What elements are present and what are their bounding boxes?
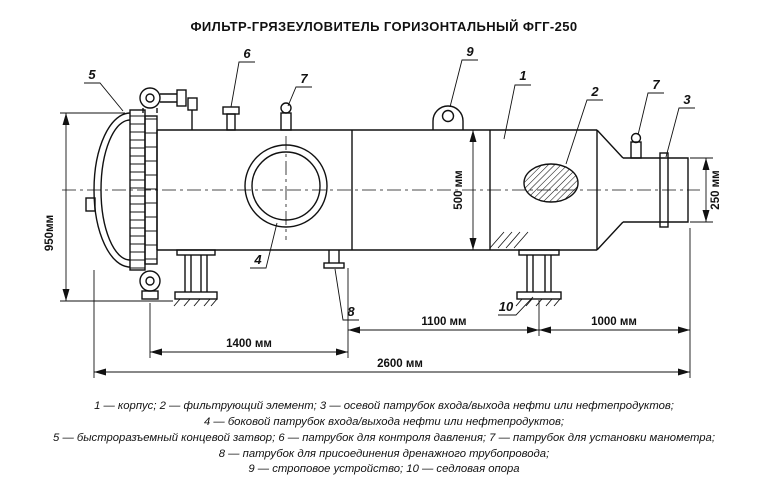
leader-7b <box>637 92 664 136</box>
callout-9: 9 <box>466 44 474 59</box>
centerlines <box>62 136 700 240</box>
lifting-lug <box>432 105 464 130</box>
dim-nozzle-diameter <box>690 157 713 223</box>
cone-reducer <box>596 129 624 251</box>
manometer-fitting-right <box>630 132 642 159</box>
dim-label-2600: 2600 мм <box>377 358 423 370</box>
closure-hinge-top <box>139 87 198 130</box>
dim-label-1000: 1000 мм <box>591 316 637 328</box>
callout-6: 6 <box>243 46 251 61</box>
callout-8: 8 <box>347 304 355 319</box>
dimensions <box>60 112 713 378</box>
legend-line-2: 4 — боковой патрубок входа/выхода нефти … <box>204 416 564 428</box>
pressure-fitting <box>222 106 240 131</box>
axial-nozzle-flange <box>659 152 669 228</box>
vessel-head-inner <box>100 119 131 261</box>
dim-label-950: 950мм <box>44 215 56 251</box>
legend-line-3: 5 — быстроразъемный концевой затвор; 6 —… <box>53 432 715 444</box>
leader-7a <box>287 86 312 107</box>
leader-3 <box>665 107 695 158</box>
callout-2: 2 <box>590 84 599 99</box>
drain-nozzle <box>323 250 345 269</box>
closure-flange-ring <box>144 115 158 265</box>
callout-7-left: 7 <box>300 71 308 86</box>
saddle-support-left <box>173 249 218 307</box>
closure-hinge-bottom <box>139 270 161 300</box>
axial-nozzle-pipe <box>623 157 689 223</box>
callout-10: 10 <box>499 299 514 314</box>
callout-1: 1 <box>519 68 526 83</box>
side-nozzle-circle <box>244 144 328 228</box>
page-title: ФИЛЬТР-ГРЯЗЕУЛОВИТЕЛЬ ГОРИЗОНТАЛЬНЫЙ ФГГ… <box>190 19 577 34</box>
leader-6 <box>230 61 255 108</box>
dim-label-1400: 1400 мм <box>226 338 272 350</box>
leader-5 <box>84 82 124 112</box>
callout-7-right: 7 <box>652 77 660 92</box>
legend-line-1: 1 — корпус; 2 — фильтрующий элемент; 3 —… <box>94 400 674 412</box>
callout-leaders <box>84 59 695 321</box>
callout-5: 5 <box>88 67 96 82</box>
leader-8 <box>334 268 359 321</box>
leader-9 <box>449 59 478 108</box>
dim-label-1100: 1100 мм <box>421 316 466 328</box>
dim-overall-height <box>60 112 173 302</box>
leader-10 <box>498 296 534 316</box>
vessel-body <box>85 87 689 307</box>
legend: 1 — корпус; 2 — фильтрующий элемент; 3 —… <box>53 400 715 475</box>
leader-2 <box>565 99 603 165</box>
callout-3: 3 <box>683 92 691 107</box>
filter-element <box>523 163 579 203</box>
closure-flange-bolts <box>129 109 146 271</box>
shell <box>156 129 598 251</box>
manometer-fitting-left <box>280 102 292 131</box>
dim-label-500: 500 мм <box>453 170 465 209</box>
callout-4: 4 <box>253 252 262 267</box>
legend-line-5: 9 — строповое устройство; 10 — седловая … <box>248 463 519 475</box>
saddle-support-right <box>515 249 562 307</box>
legend-line-4: 8 — патрубок для присоединения дренажног… <box>219 448 549 460</box>
dim-label-250: 250 мм <box>710 170 722 209</box>
vessel-head <box>93 112 131 268</box>
leader-1 <box>503 84 531 140</box>
head-stub <box>85 197 96 212</box>
dim-bottom-rows <box>93 228 691 378</box>
internal-hatch <box>489 231 529 249</box>
leader-4 <box>250 222 278 269</box>
